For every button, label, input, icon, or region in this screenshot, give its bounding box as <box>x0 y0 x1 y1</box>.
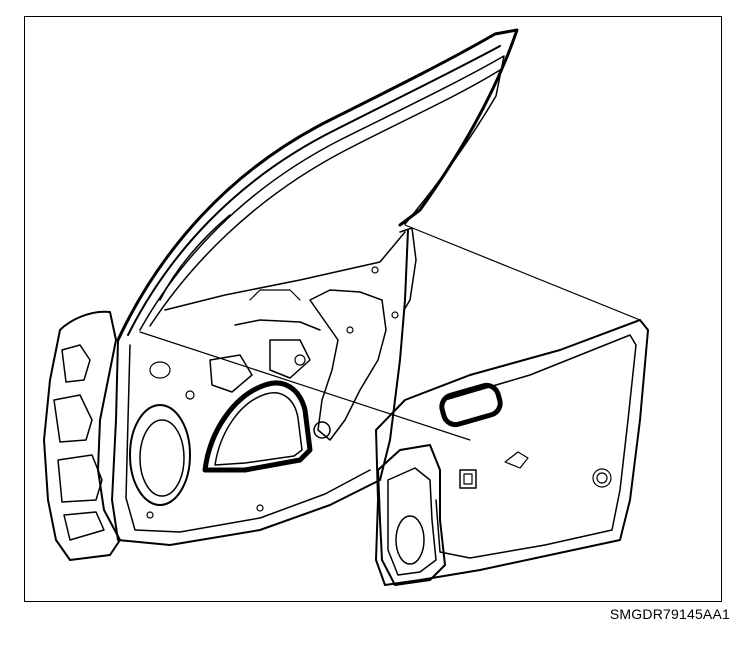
diagram-frame <box>24 16 722 602</box>
assembly-lines <box>139 224 641 441</box>
door-frame <box>43 28 519 561</box>
door-trim-panel <box>375 319 649 586</box>
figure-code: SMGDR79145AA1 <box>609 606 730 622</box>
